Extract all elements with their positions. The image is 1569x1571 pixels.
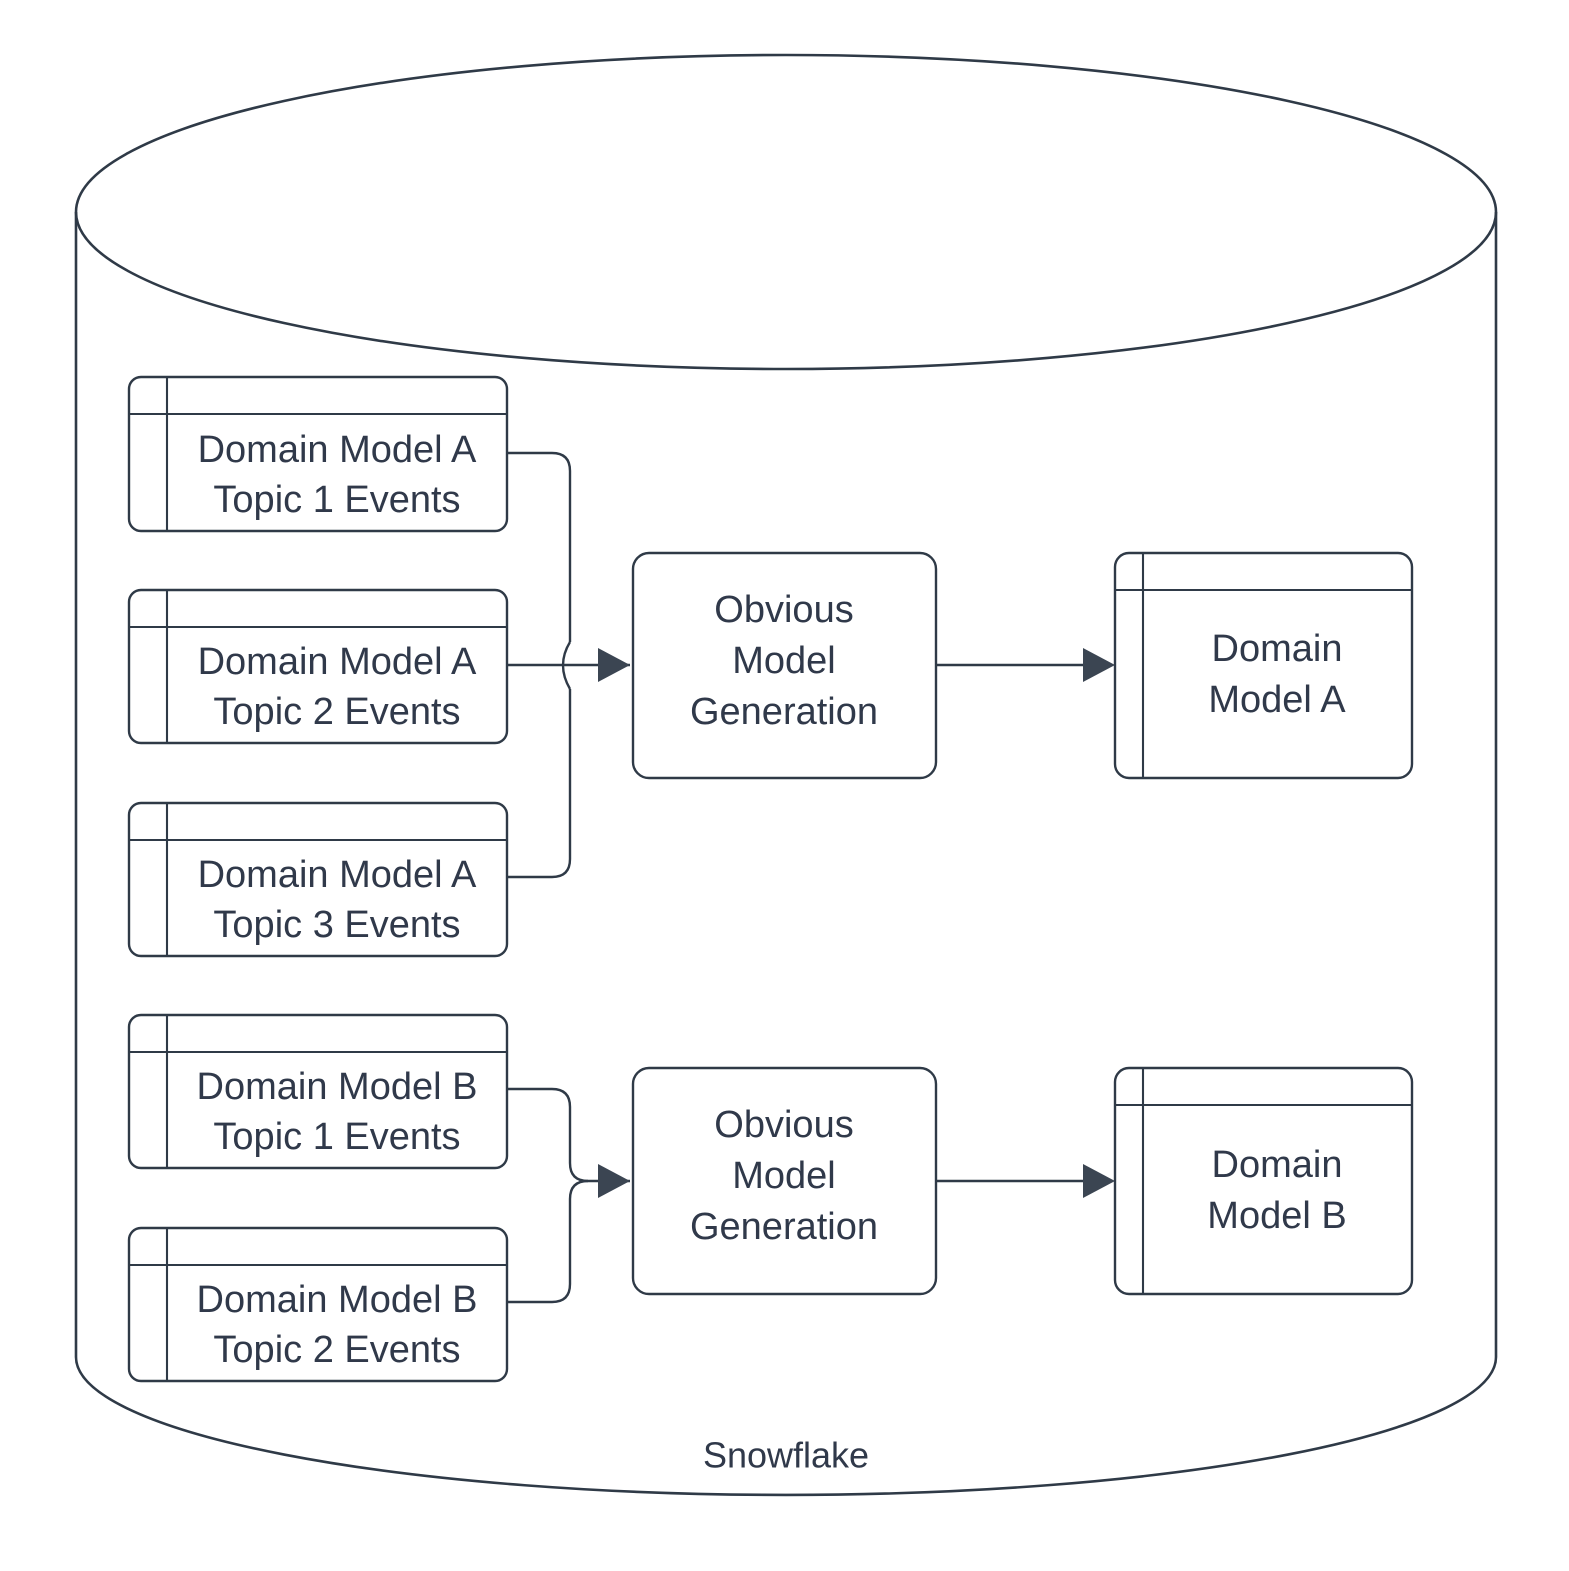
table-body [1113,1066,1414,1296]
connector-a1-to-process [507,451,572,642]
cylinder-top-ellipse [74,53,1498,371]
source-a3-line1: Domain Model A [198,854,477,896]
table-body [127,1013,509,1170]
process-b-line3: Generation [690,1206,878,1248]
process-box [631,551,938,780]
source-a2-line2: Topic 2 Events [213,691,460,733]
process-a-line2: Model [732,640,836,682]
source-a3-line2: Topic 3 Events [213,904,460,946]
source-b2-line1: Domain Model B [197,1279,478,1321]
connectors-group-a [507,451,1115,879]
source-a1-line2: Topic 1 Events [213,479,460,521]
connectors-group-b [507,1087,1115,1304]
arrowhead-into-output-b [1083,1164,1115,1198]
process-b-line2: Model [732,1155,836,1197]
arrowhead-into-output-a [1083,648,1115,682]
process-node-b[interactable]: Obvious Model Generation [631,1066,938,1296]
table-body [127,588,509,745]
output-node-b[interactable]: Domain Model B [1113,1066,1414,1296]
source-a1-line1: Domain Model A [198,429,477,471]
output-b-line2: Model B [1207,1195,1346,1237]
source-node-b1[interactable]: Domain Model B Topic 1 Events [127,1013,509,1170]
source-b1-line2: Topic 1 Events [213,1116,460,1158]
source-node-a1[interactable]: Domain Model A Topic 1 Events [127,375,509,533]
arrowhead-into-process-a [598,648,630,682]
source-node-a3[interactable]: Domain Model A Topic 3 Events [127,801,509,958]
source-b1-line1: Domain Model B [197,1066,478,1108]
connector-b2-to-process [507,1179,589,1304]
output-node-a[interactable]: Domain Model A [1113,551,1414,780]
process-a-line3: Generation [690,691,878,733]
source-node-a2[interactable]: Domain Model A Topic 2 Events [127,588,509,745]
snowflake-cylinder: Snowflake [74,53,1498,1497]
cylinder-bottom-arc [74,1356,1498,1497]
process-b-line1: Obvious [714,1104,853,1146]
process-node-a[interactable]: Obvious Model Generation [631,551,938,780]
table-body [127,1226,509,1383]
connector-line-jump-a [561,641,572,690]
arrowhead-into-process-b [598,1164,630,1198]
output-b-line1: Domain [1212,1144,1343,1186]
output-a-line1: Domain [1212,628,1343,670]
table-body [127,801,509,958]
connector-b1-to-process [507,1087,630,1183]
snowflake-label: Snowflake [703,1435,869,1476]
process-box [631,1066,938,1296]
output-a-line2: Model A [1208,679,1346,721]
source-node-b2[interactable]: Domain Model B Topic 2 Events [127,1226,509,1383]
table-body [1113,551,1414,780]
process-a-line1: Obvious [714,589,853,631]
source-a2-line1: Domain Model A [198,641,477,683]
connector-a3-to-process [507,689,572,879]
source-b2-line2: Topic 2 Events [213,1329,460,1371]
